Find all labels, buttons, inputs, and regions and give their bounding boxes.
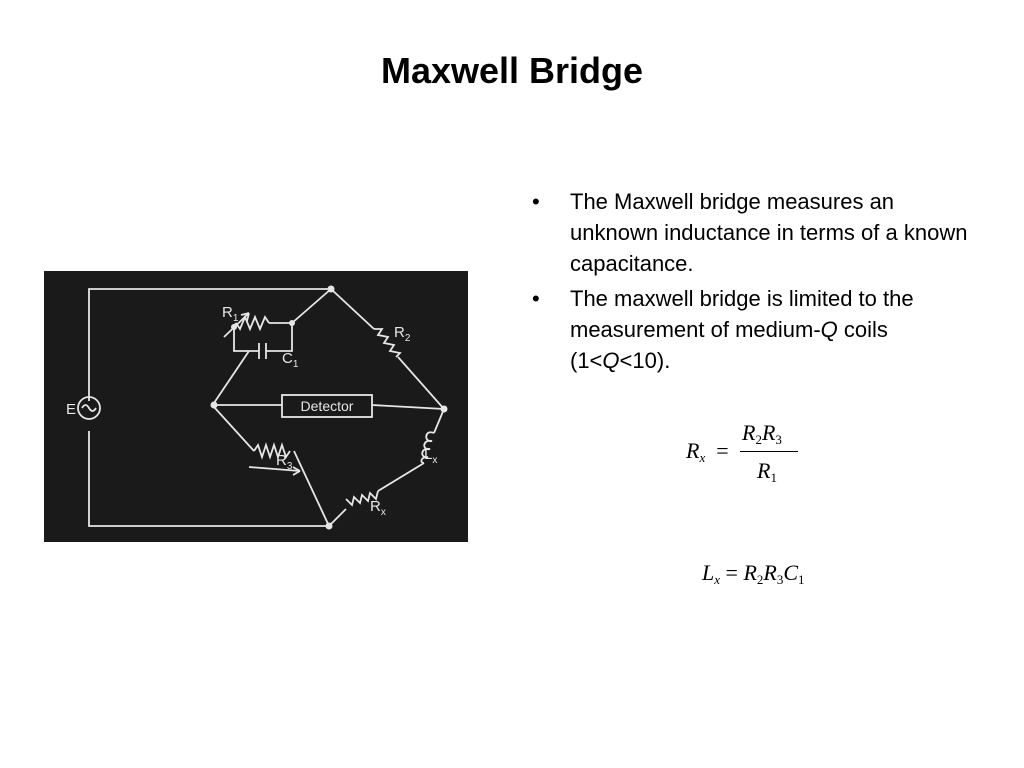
label-source: E bbox=[66, 401, 76, 418]
eq-lx: Lx = R2R3C1 bbox=[702, 560, 805, 587]
node-right bbox=[440, 405, 448, 413]
wire-r3-top bbox=[213, 406, 255, 452]
label-r1: R1 bbox=[222, 304, 239, 324]
wire-top bbox=[88, 288, 331, 401]
bullet-text-part: The maxwell bridge is limited to the mea… bbox=[570, 286, 914, 342]
node-r1-left bbox=[231, 324, 237, 330]
wire-lx-bottom bbox=[377, 462, 425, 492]
resistor-r1 bbox=[235, 314, 270, 332]
slide-title: Maxwell Bridge bbox=[380, 50, 644, 91]
r1-arrow bbox=[223, 312, 250, 338]
bullet-marker: • bbox=[532, 286, 540, 311]
wire-to-left-node bbox=[213, 350, 250, 404]
wire-c1 bbox=[233, 327, 259, 352]
inductor-lx bbox=[420, 431, 435, 464]
eq-rx-denominator: R1 bbox=[757, 458, 777, 485]
circuit-diagram: E R1 C1 R2 R3 Lx Rx Detector bbox=[44, 271, 468, 542]
wire-top-left bbox=[291, 288, 332, 324]
label-rx: Rx bbox=[370, 498, 386, 518]
ac-source bbox=[77, 396, 101, 420]
wire-c1-right bbox=[266, 323, 293, 352]
node-r1-right bbox=[289, 320, 295, 326]
wire-rx-bottom bbox=[328, 508, 347, 527]
eq-rx-equals: = bbox=[716, 438, 729, 463]
r1-arrow-head bbox=[240, 312, 250, 322]
circuit-svg: E R1 C1 R2 R3 Lx Rx Detector bbox=[66, 285, 448, 530]
label-c1: C1 bbox=[282, 350, 299, 370]
resistor-r3 bbox=[253, 442, 291, 460]
r3-arrow bbox=[248, 466, 301, 472]
wire-r2-bottom bbox=[397, 356, 445, 410]
wire-bottom bbox=[88, 431, 329, 527]
label-detector: Detector bbox=[301, 398, 354, 414]
bullet-text: The Maxwell bridge measures an unknown i… bbox=[570, 189, 968, 276]
label-r2: R2 bbox=[394, 324, 411, 344]
ac-wave bbox=[81, 404, 97, 412]
bullet-item-1: • The Maxwell bridge measures an unknown… bbox=[532, 186, 972, 279]
q-symbol: Q bbox=[820, 317, 838, 342]
bullet-text-part: coils (1< bbox=[570, 317, 888, 373]
wire-r3-bottom bbox=[293, 450, 330, 527]
label-r3: R3 bbox=[276, 452, 293, 472]
node-left bbox=[210, 401, 218, 409]
node-bottom bbox=[325, 522, 333, 530]
eq-rx-fraction-bar bbox=[740, 451, 798, 452]
wire-detector-right bbox=[371, 404, 445, 410]
resistor-rx bbox=[345, 490, 379, 507]
q-symbol: Q bbox=[602, 348, 620, 373]
bullet-list: • The Maxwell bridge measures an unknown… bbox=[532, 186, 972, 380]
bullet-marker: • bbox=[532, 189, 540, 214]
r3-arrow-head bbox=[292, 466, 301, 476]
wire-lx-top bbox=[433, 408, 445, 434]
eq-rx-lhs: Rx = bbox=[686, 438, 729, 465]
eq-rx-numerator: R2R3 bbox=[742, 420, 782, 447]
wire-r2-top bbox=[330, 288, 375, 330]
bullet-text-part: <10). bbox=[619, 348, 671, 373]
bullet-item-2: • The maxwell bridge is limited to the m… bbox=[532, 283, 972, 376]
resistor-r2 bbox=[374, 328, 402, 358]
node-top bbox=[327, 285, 335, 293]
detector-box bbox=[281, 394, 373, 418]
label-lx: Lx bbox=[424, 446, 437, 466]
